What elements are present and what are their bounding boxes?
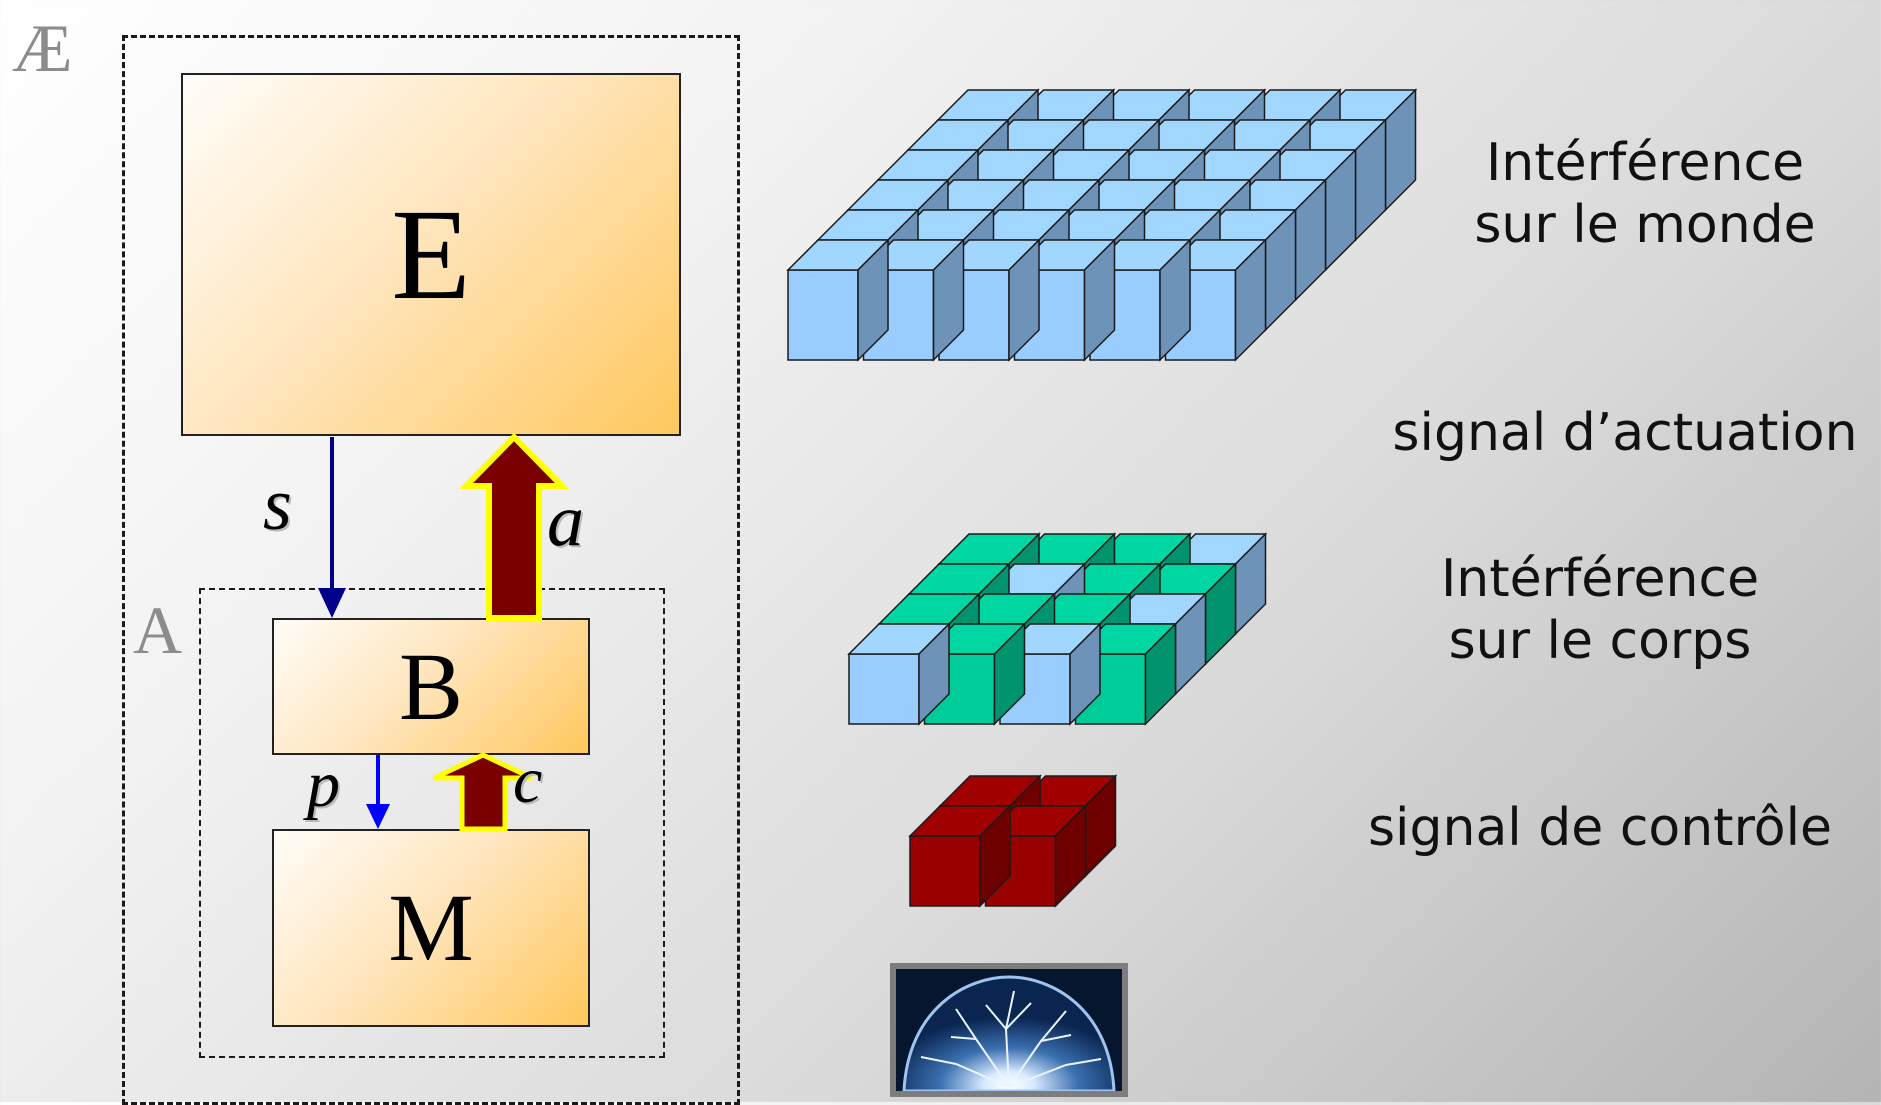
perception-arrow <box>366 755 390 829</box>
perception-label: p <box>307 748 340 821</box>
body-box: B <box>272 618 590 755</box>
body-interference-line2: sur le corps <box>1448 611 1752 671</box>
control-signal-label: signal de contrôle <box>1367 798 1833 858</box>
body-label: B <box>398 632 464 740</box>
environment-box: E <box>181 73 681 436</box>
actuation-signal-label: signal d’actuation <box>1392 403 1858 463</box>
cube-block-red-icon <box>908 774 1118 908</box>
body-interference-label: Intérférence sur le corps <box>1395 548 1805 672</box>
outer-frame-label: Æ <box>12 10 73 86</box>
cube-side <box>918 622 950 726</box>
cube-side <box>1144 622 1177 726</box>
cube-side <box>1054 804 1087 908</box>
cube-side <box>857 238 889 362</box>
world-interference-label: Intérférence sur le monde <box>1440 132 1850 256</box>
cube-side <box>1083 238 1116 362</box>
cube-side <box>979 804 1011 908</box>
inner-frame-label: A <box>133 592 183 668</box>
cube-side <box>1069 622 1101 726</box>
cube-front <box>848 653 920 725</box>
cube-front <box>909 835 981 907</box>
action-arrow <box>458 432 570 621</box>
control-arrow <box>432 752 534 832</box>
mind-box: M <box>272 829 590 1027</box>
environment-label: E <box>391 182 471 327</box>
sensing-label: s <box>263 464 292 546</box>
body-interference-line1: Intérférence <box>1440 549 1760 609</box>
cube-side <box>993 622 1026 726</box>
cube-grid-mixed-icon <box>847 532 1268 726</box>
cube-side <box>1008 238 1040 362</box>
sensing-arrow <box>318 437 346 618</box>
world-interference-line1: Intérférence <box>1485 133 1805 193</box>
mind-label: M <box>388 874 474 981</box>
cube-front <box>787 269 859 361</box>
brain-icon <box>890 963 1128 1097</box>
control-label: c <box>513 744 543 817</box>
cube-side <box>1234 238 1267 362</box>
agent-frame <box>199 588 665 1058</box>
world-interference-line2: sur le monde <box>1474 195 1816 255</box>
cube-side <box>932 238 965 362</box>
action-label: a <box>547 480 584 562</box>
cube-grid-blue-icon <box>786 88 1418 362</box>
cube-side <box>1159 238 1191 362</box>
